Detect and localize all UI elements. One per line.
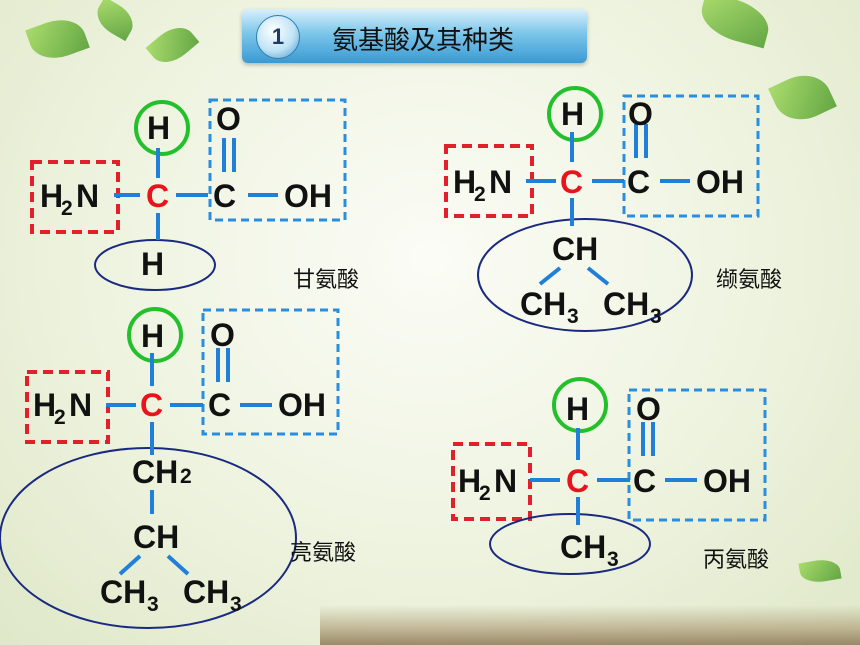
- alanine-name: 丙氨酸: [703, 548, 770, 573]
- hydroxyl: OH: [278, 387, 326, 423]
- r-group-ch2: CH: [132, 454, 178, 490]
- section-title: 氨基酸及其种类: [332, 26, 515, 56]
- methyl-subscript: 3: [607, 548, 619, 571]
- r-group-ellipse: [0, 447, 297, 629]
- soil-decoration: [320, 605, 860, 645]
- alpha-carbon: C: [566, 463, 589, 499]
- alpha-hydrogen: H: [141, 318, 164, 354]
- carboxyl-carbon: C: [633, 463, 656, 499]
- methyl-subscript: 3: [147, 593, 159, 616]
- r-group-methyl-right: CH: [603, 286, 649, 322]
- hydrogen-circle: [547, 86, 603, 142]
- leucine-name: 亮氨酸: [290, 541, 357, 566]
- amine-h: H: [40, 178, 63, 214]
- amine-subscript: 2: [479, 482, 491, 505]
- carboxyl-carbon: C: [208, 387, 231, 423]
- carbonyl-oxygen: O: [216, 101, 241, 137]
- alpha-carbon: C: [146, 178, 169, 214]
- hydrogen-circle: [134, 100, 190, 156]
- alpha-hydrogen: H: [561, 96, 584, 132]
- carbonyl-oxygen: O: [210, 317, 235, 353]
- r-group-methyl-right: CH: [183, 574, 229, 610]
- methylene-subscript: 2: [180, 465, 192, 488]
- methyl-subscript: 3: [230, 593, 242, 616]
- alpha-hydrogen: H: [147, 110, 170, 146]
- hydroxyl: OH: [284, 178, 332, 214]
- amine-subscript: 2: [474, 183, 486, 206]
- valine-name: 缬氨酸: [716, 268, 783, 293]
- carboxyl-carbon: C: [213, 178, 236, 214]
- r-group-methyl: CH: [560, 529, 606, 565]
- amine-h: H: [453, 164, 476, 200]
- alpha-carbon: C: [560, 164, 583, 200]
- section-number-badge: 1: [256, 15, 300, 59]
- r-group-ch: CH: [133, 519, 179, 555]
- amine-subscript: 2: [61, 197, 73, 220]
- carboxyl-group-box: [627, 388, 767, 522]
- amine-n: N: [494, 463, 517, 499]
- r-group-ellipse: [477, 218, 693, 332]
- alpha-hydrogen: H: [566, 391, 589, 427]
- methyl-subscript: 3: [567, 305, 579, 328]
- hydroxyl: OH: [703, 463, 751, 499]
- hydrogen-circle: [127, 307, 183, 363]
- carboxyl-group-box: [208, 98, 347, 222]
- carboxyl-group-box: [622, 94, 760, 218]
- glycine-name: 甘氨酸: [293, 268, 360, 293]
- r-group-methyl-left: CH: [520, 286, 566, 322]
- amine-n: N: [69, 387, 92, 423]
- r-group: H: [141, 246, 164, 282]
- amine-n: N: [489, 164, 512, 200]
- hydroxyl: OH: [696, 164, 744, 200]
- amine-h: H: [33, 387, 56, 423]
- carboxyl-carbon: C: [627, 164, 650, 200]
- amine-h: H: [458, 463, 481, 499]
- carbonyl-oxygen: O: [628, 96, 653, 132]
- r-group-ellipse: [489, 513, 651, 575]
- methyl-subscript: 3: [650, 305, 662, 328]
- alpha-carbon: C: [140, 387, 163, 423]
- carbonyl-oxygen: O: [636, 391, 661, 427]
- carboxyl-group-box: [201, 308, 340, 436]
- amine-n: N: [76, 178, 99, 214]
- amine-subscript: 2: [54, 406, 66, 429]
- section-header: 1 氨基酸及其种类: [242, 9, 587, 63]
- r-group-ellipse: [94, 239, 216, 291]
- r-group-methyl-left: CH: [100, 574, 146, 610]
- r-group-ch: CH: [552, 231, 598, 267]
